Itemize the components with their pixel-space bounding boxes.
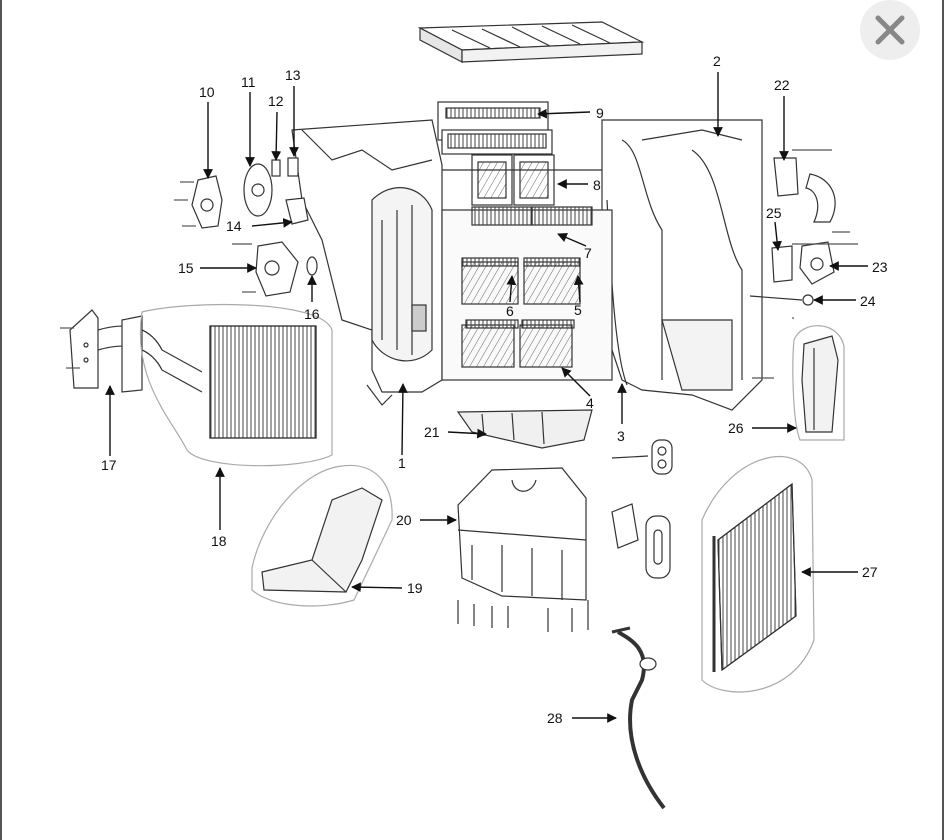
callout-3: 3	[617, 428, 625, 444]
left-actuators	[191, 157, 318, 297]
callout-14: 14	[226, 218, 242, 234]
part-18-heater-core	[139, 303, 333, 467]
callout-19: 19	[407, 580, 423, 596]
callout-28: 28	[547, 710, 563, 726]
part-17-pipes	[69, 309, 203, 393]
callout-9: 9	[596, 105, 604, 121]
part-26-duct	[792, 325, 845, 441]
close-icon	[875, 15, 905, 45]
close-button[interactable]	[860, 0, 920, 60]
callout-8: 8	[593, 177, 601, 193]
callout-1: 1	[398, 455, 406, 471]
callout-13: 13	[285, 67, 301, 83]
callout-22: 22	[774, 77, 790, 93]
callout-5: 5	[574, 302, 582, 318]
callout-6: 6	[506, 303, 514, 319]
part-28-drain-hose	[611, 626, 666, 810]
right-housing	[601, 119, 763, 411]
callout-20: 20	[396, 512, 412, 528]
callout-11: 11	[241, 74, 256, 90]
callout-12: 12	[268, 93, 284, 109]
callout-25: 25	[766, 205, 782, 221]
part-21-cover	[456, 409, 593, 449]
callout-21: 21	[424, 424, 440, 440]
callout-23: 23	[872, 259, 888, 275]
callout-7: 7	[584, 245, 592, 261]
callout-18: 18	[211, 533, 227, 549]
seal-parts	[611, 503, 671, 579]
callout-2: 2	[713, 53, 721, 69]
left-housing	[291, 119, 443, 406]
right-actuators	[749, 157, 836, 306]
center-frame	[441, 206, 613, 381]
part-19-duct	[251, 464, 393, 607]
callout-17: 17	[101, 457, 117, 473]
grommet-part	[611, 439, 673, 475]
callout-16: 16	[304, 306, 320, 322]
callout-arrows	[105, 72, 868, 723]
callout-4: 4	[586, 395, 594, 411]
callout-24: 24	[860, 293, 876, 309]
callout-labels: 1 2 3 4 5 6 7 8 9 10 11 12 13 14 15 16 1…	[101, 53, 888, 726]
callout-26: 26	[728, 420, 744, 436]
part-27-evaporator	[701, 456, 815, 693]
callout-10: 10	[199, 84, 215, 100]
part-20-lower-case	[457, 467, 589, 632]
callout-15: 15	[178, 260, 194, 276]
screws	[60, 149, 858, 379]
callout-27: 27	[862, 564, 878, 580]
part-9-vent	[437, 101, 553, 155]
top-filter	[417, 21, 645, 63]
part-8-dampers	[432, 154, 602, 206]
